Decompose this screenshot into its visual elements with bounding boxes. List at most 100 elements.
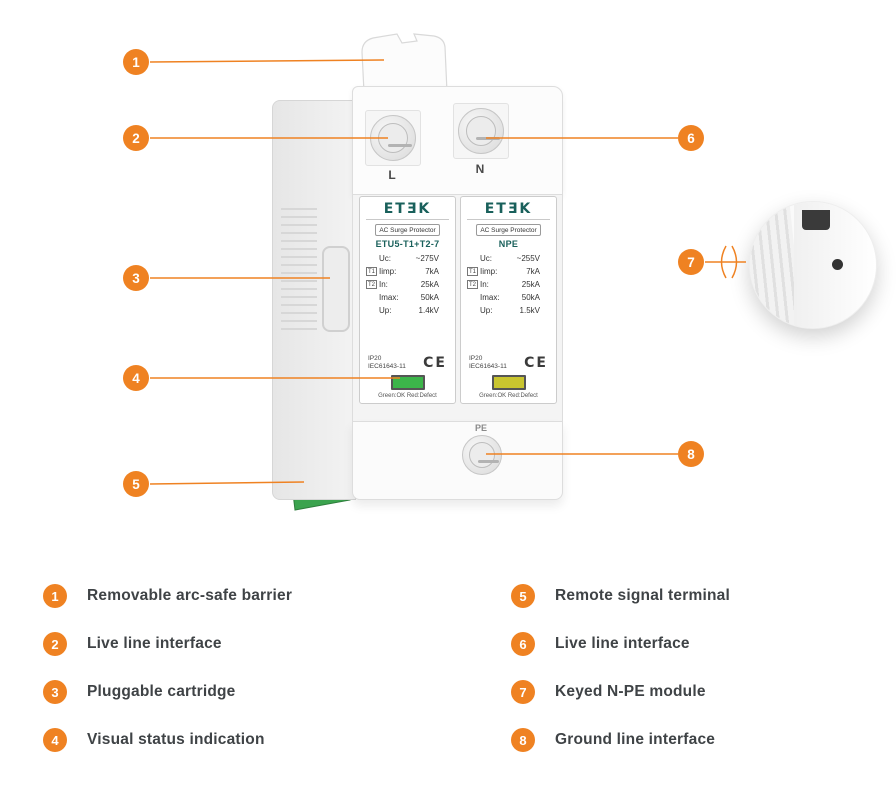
model-number: NPE: [498, 239, 519, 249]
spec-label: Uc:: [379, 254, 391, 263]
legend-number-badge: 4: [43, 728, 67, 752]
spec-row: Up: 1.4kV: [360, 304, 455, 317]
legend-column-right: 5 Remote signal terminal 6 Live line int…: [511, 584, 730, 776]
legend-label: Live line interface: [555, 635, 690, 652]
spec-row: Uc: ~275V: [360, 252, 455, 265]
legend-column-left: 1 Removable arc-safe barrier 2 Live line…: [43, 584, 292, 776]
key-slot-detail: [802, 210, 830, 230]
screw-head-icon: [469, 442, 499, 468]
legend-item-3: 3 Pluggable cartridge: [43, 680, 292, 704]
live-terminal-screw: [370, 115, 416, 161]
ratings-block: IP20 IEC61643-11: [469, 355, 507, 371]
callout-badge-4: 4: [123, 365, 149, 391]
ce-mark-icon: CE: [423, 355, 447, 371]
spec-row: Imax: 50kA: [360, 291, 455, 304]
product-type-label: AC Surge Protector: [375, 224, 440, 236]
spec-value: 25kA: [420, 280, 439, 289]
brand-logo: ETƎK: [366, 201, 449, 220]
certification-row: IP20 IEC61643-11 CE: [360, 355, 455, 371]
brand-logo: ETƎK: [467, 201, 550, 220]
spec-value: ~275V: [415, 254, 439, 263]
screw-head-icon: [466, 116, 500, 146]
callout-badge-3: 3: [123, 265, 149, 291]
legend-label: Ground line interface: [555, 731, 716, 748]
spec-value: 1.4kV: [418, 306, 439, 315]
callout-badge-1: 1: [123, 49, 149, 75]
terminal-label-neutral: N: [475, 162, 485, 176]
terminal-label-ground: PE: [474, 423, 487, 433]
ground-terminal-screw: [462, 435, 502, 475]
legend-item-4: 4 Visual status indication: [43, 728, 292, 752]
spec-value: 50kA: [420, 293, 439, 302]
legend-item-7: 7 Keyed N-PE module: [511, 680, 730, 704]
neutral-terminal-screw: [458, 108, 504, 154]
cartridge-handle: [322, 246, 350, 332]
legend-number-badge: 6: [511, 632, 535, 656]
key-hole-detail: [832, 259, 843, 270]
spec-value: 1.5kV: [519, 306, 540, 315]
callout-badge-7: 7: [678, 249, 704, 275]
legend-number-badge: 1: [43, 584, 67, 608]
spec-row: T1 Iimp: 7kA: [360, 265, 455, 278]
legend-number-badge: 3: [43, 680, 67, 704]
legend-label: Visual status indication: [87, 731, 265, 748]
legend-label: Removable arc-safe barrier: [87, 587, 293, 604]
legend-label: Pluggable cartridge: [87, 683, 236, 700]
status-legend-note: Green:OK Red:Defect: [479, 393, 538, 399]
spec-tag: T1: [366, 267, 377, 276]
screw-head-icon: [378, 123, 412, 153]
spec-row: Up: 1.5kV: [461, 304, 556, 317]
callout-badge-5: 5: [123, 471, 149, 497]
legend-item-2: 2 Live line interface: [43, 632, 292, 656]
legend-label: Live line interface: [87, 635, 222, 652]
product-type-label: AC Surge Protector: [476, 224, 541, 236]
screw-slot-icon: [388, 143, 412, 147]
model-number: ETU5-T1+T2-7: [375, 239, 440, 249]
ce-mark-icon: CE: [524, 355, 548, 371]
callout-badge-2: 2: [123, 125, 149, 151]
legend-number-badge: 7: [511, 680, 535, 704]
ip-rating: IP20: [469, 355, 483, 362]
legend-item-8: 8 Ground line interface: [511, 728, 730, 752]
standard-ref: IEC61643-11: [469, 363, 507, 370]
spec-value: 50kA: [521, 293, 540, 302]
status-indicator-window: [491, 375, 526, 390]
screw-slot-icon: [478, 460, 499, 463]
ventilation-slots: [281, 208, 317, 336]
callout-badge-6: 6: [678, 125, 704, 151]
arc-barrier-tab: [361, 33, 448, 93]
callout-badge-8: 8: [678, 441, 704, 467]
screw-slot-icon: [476, 136, 500, 140]
certification-row: IP20 IEC61643-11 CE: [461, 355, 556, 371]
device-bottom-section: [352, 421, 563, 500]
legend-item-1: 1 Removable arc-safe barrier: [43, 584, 292, 608]
legend-item-5: 5 Remote signal terminal: [511, 584, 730, 608]
legend-label: Remote signal terminal: [555, 587, 730, 604]
status-legend-note: Green:OK Red:Defect: [378, 393, 437, 399]
spec-label: Imax:: [379, 293, 399, 302]
spec-value: 7kA: [526, 267, 540, 276]
spec-label: Imax:: [480, 293, 500, 302]
module-npe: ETƎK AC Surge Protector NPE Uc: ~255V T1…: [460, 196, 557, 404]
spec-tag: T2: [467, 280, 478, 289]
legend-item-6: 6 Live line interface: [511, 632, 730, 656]
spec-value: 7kA: [425, 267, 439, 276]
spec-label: Up:: [480, 306, 493, 315]
module-surge-protector: ETƎK AC Surge Protector ETU5-T1+T2-7 Uc:…: [359, 196, 456, 404]
legend-number-badge: 5: [511, 584, 535, 608]
spec-tag: T2: [366, 280, 377, 289]
spec-label: In:: [480, 280, 489, 289]
spec-value: ~255V: [516, 254, 540, 263]
legend-label: Keyed N-PE module: [555, 683, 706, 700]
spec-row: Imax: 50kA: [461, 291, 556, 304]
spec-row: T2 In: 25kA: [461, 278, 556, 291]
status-indicator-window: [390, 375, 425, 390]
spec-label: Up:: [379, 306, 392, 315]
spec-label: In:: [379, 280, 388, 289]
spec-label: Iimp:: [379, 267, 397, 276]
ratings-block: IP20 IEC61643-11: [368, 355, 406, 371]
spec-label: Iimp:: [480, 267, 498, 276]
legend-number-badge: 8: [511, 728, 535, 752]
spec-row: T1 Iimp: 7kA: [461, 265, 556, 278]
